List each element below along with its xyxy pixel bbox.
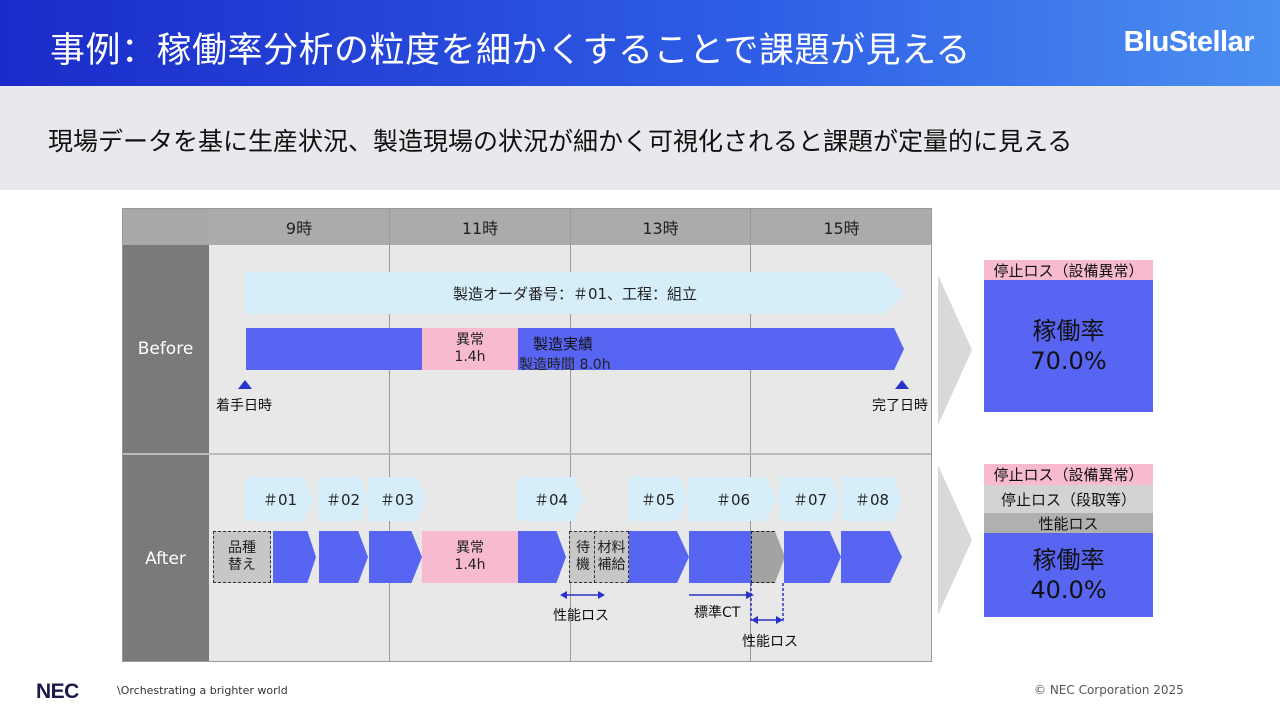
order-tag: ＃04 (518, 477, 584, 521)
material-block: 材料補給 (594, 531, 629, 583)
production-chevron (629, 531, 689, 583)
abnormal-block-before: 異常 1.4h (422, 328, 518, 370)
stop-loss-setup: 停止ロス（段取等） (984, 485, 1153, 513)
stop-loss-equipment-after: 停止ロス（設備異常） (984, 464, 1153, 485)
start-marker-icon (238, 380, 252, 389)
performance-loss-result: 性能ロス (984, 513, 1153, 533)
performance-loss-arrow-icon (750, 583, 784, 624)
production-chevron (273, 531, 316, 583)
row-label-after: After (122, 455, 209, 662)
order-tag: ＃03 (368, 477, 426, 521)
arrow-right-icon (938, 465, 972, 615)
wait-label: 待機 (576, 540, 590, 573)
order-tag: ＃05 (628, 477, 688, 521)
row-label-before: Before (122, 245, 209, 453)
header-banner: 事例：稼働率分析の粒度を細かくすることで課題が見える BluStellar (0, 0, 1280, 86)
end-label: 完了日時 (872, 398, 928, 414)
result-time: 製造時間 8.0h (519, 357, 611, 373)
column-header-9: 9時 (209, 208, 389, 245)
page-title: 事例：稼働率分析の粒度を細かくすることで課題が見える (50, 31, 971, 71)
brand-logo: BluStellar (1123, 26, 1255, 58)
column-header-15: 15時 (751, 208, 932, 245)
order-bar: 製造オーダ番号：＃01、工程：組立 (246, 272, 904, 314)
performance-loss-arrow-icon (560, 591, 605, 599)
nec-logo: NEC (36, 680, 79, 703)
copyright: © NEC Corporation 2025 (1034, 683, 1184, 697)
utilization-result-after: 稼働率 40.0% (984, 533, 1153, 617)
result-title: 製造実績 (533, 335, 594, 353)
start-label: 着手日時 (216, 398, 272, 414)
standard-ct-label: 標準CT (694, 605, 741, 621)
wait-block: 待機 (569, 531, 597, 583)
performance-loss-label-2: 性能ロス (742, 634, 798, 650)
abnormal-hours: 1.4h (454, 557, 486, 573)
order-tag: ＃02 (318, 477, 368, 521)
abnormal-hours: 1.4h (454, 349, 486, 365)
production-chevron (689, 531, 751, 583)
utilization-value: 40.0% (1030, 576, 1107, 604)
corner-cell (122, 208, 209, 245)
abnormal-block-after: 異常 1.4h (422, 531, 518, 583)
grid-line (570, 208, 571, 662)
table-border (122, 208, 932, 662)
end-marker-icon (895, 380, 909, 389)
utilization-label: 稼働率 (1032, 546, 1105, 574)
production-bar (246, 328, 904, 370)
changeover-block: 品種替え (213, 531, 271, 583)
production-chevron (841, 531, 902, 583)
standard-ct-arrow-icon (689, 591, 754, 599)
row-divider (122, 453, 932, 455)
abnormal-label: 異常 (456, 540, 484, 556)
subtitle: 現場データを基に生産状況、製造現場の状況が細かく可視化されると課題が定量的に見え… (48, 127, 1073, 156)
utilization-label: 稼働率 (1032, 317, 1105, 345)
abnormal-label: 異常 (456, 332, 484, 348)
utilization-value: 70.0% (1030, 347, 1107, 375)
column-header-13: 13時 (571, 208, 750, 245)
stop-loss-equipment-before: 停止ロス（設備異常） (984, 260, 1153, 280)
material-label: 材料補給 (597, 540, 626, 573)
order-tag: ＃01 (246, 477, 314, 521)
production-chevron (319, 531, 368, 583)
order-tag: ＃07 (780, 477, 840, 521)
order-tag: ＃08 (842, 477, 902, 521)
arrow-right-icon (938, 275, 972, 425)
performance-loss-label-1: 性能ロス (553, 608, 609, 624)
footer-tagline: \Orchestrating a brighter world (117, 684, 288, 697)
production-chevron (784, 531, 841, 583)
production-chevron (518, 531, 566, 583)
production-chevron (369, 531, 422, 583)
column-header-11: 11時 (390, 208, 570, 245)
grid-line (750, 208, 751, 662)
utilization-result-before: 稼働率 70.0% (984, 280, 1153, 412)
subtitle-band: 現場データを基に生産状況、製造現場の状況が細かく可視化されると課題が定量的に見え… (0, 86, 1280, 190)
grid-line (389, 208, 390, 662)
changeover-label: 品種替え (228, 540, 256, 573)
order-tag: ＃06 (688, 477, 778, 521)
